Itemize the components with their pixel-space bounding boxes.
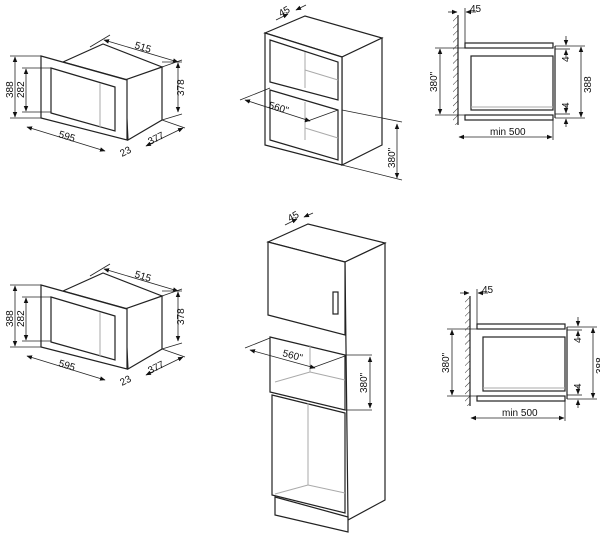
gap-label: 45 — [482, 285, 494, 296]
gap-label: 45 — [277, 4, 293, 19]
gap-label: 45 — [286, 209, 302, 224]
section-view-top: 45 380" 4 4 388 min 500 — [429, 4, 594, 140]
door-handle[interactable] — [332, 291, 339, 315]
cabinet-side — [344, 242, 386, 522]
body-height-label: 378 — [176, 79, 187, 96]
body-height-label: 378 — [176, 308, 187, 325]
microwave-body — [470, 55, 554, 111]
height-label: 388 — [5, 81, 16, 98]
clearance-top-label: 4 — [573, 337, 584, 343]
upper-shelf — [464, 42, 554, 49]
niche-height-label: 380" — [359, 372, 370, 393]
gap-label: 45 — [470, 4, 482, 15]
min-depth-label: min 500 — [490, 127, 526, 138]
depth-label: 515 — [133, 269, 153, 285]
microwave-front-frame — [40, 55, 128, 141]
niche-width-label: 560" — [281, 348, 304, 364]
body-depth-label: 377 — [146, 359, 166, 377]
cabinet-side — [341, 37, 383, 166]
width-label: 595 — [57, 129, 77, 145]
height-label: 388 — [583, 76, 594, 93]
height-label: 388 — [595, 357, 600, 374]
plinth — [274, 496, 349, 533]
clearance-bottom-label: 4 — [573, 383, 584, 389]
frame-depth-label: 23 — [118, 145, 133, 160]
width-label: 595 — [57, 358, 77, 374]
tall-cabinet: 560" 380" 45 — [244, 209, 387, 533]
microwave-side-face — [124, 66, 163, 142]
microwave-window — [50, 67, 116, 132]
cabinet-front — [264, 32, 343, 166]
window-height-label: 282 — [16, 310, 27, 327]
window-height-label: 282 — [16, 81, 27, 98]
depth-label: 515 — [133, 40, 153, 56]
microwave-perspective-bottom: 515 378 388 282 595 377 23 — [5, 263, 187, 389]
clearance-top-label: 4 — [561, 56, 572, 62]
niche-height-label: 380" — [387, 147, 398, 168]
lower-shelf — [464, 114, 554, 121]
cabinet-door[interactable] — [267, 241, 346, 336]
height-label: 388 — [5, 310, 16, 327]
frame-depth-label: 23 — [118, 374, 133, 389]
min-depth-label: min 500 — [502, 408, 538, 419]
body-depth-label: 377 — [146, 130, 166, 148]
niche-height-label: 380" — [429, 71, 440, 92]
microwave-perspective-top: 515 378 388 282 595 377 23 — [5, 34, 187, 160]
wall-cabinet: 560" 380" 45 — [239, 4, 403, 181]
niche-height-label: 380" — [441, 352, 452, 373]
clearance-bottom-label: 4 — [561, 102, 572, 108]
section-view-bottom: 45 380" 4 4 388 min 500 — [441, 285, 600, 421]
